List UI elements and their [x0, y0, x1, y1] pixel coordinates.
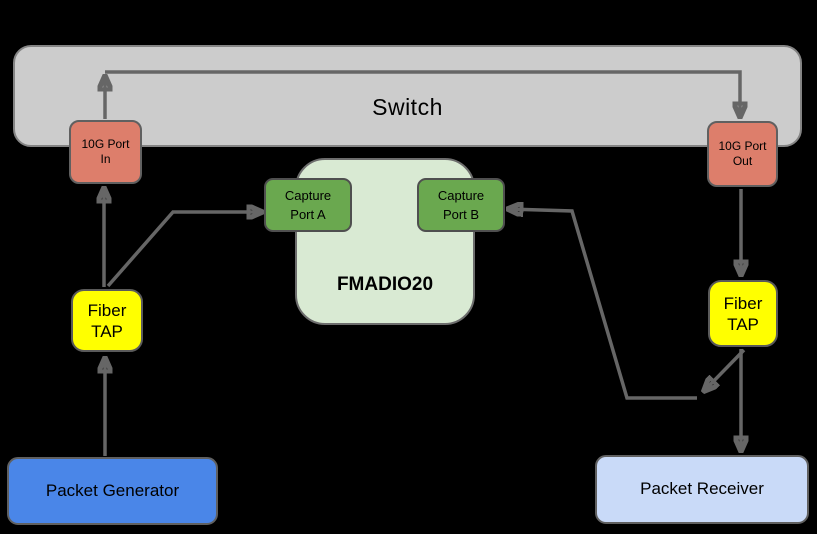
node-capture-port-a: Capture Port A [264, 178, 352, 232]
port-out-label-line2: Out [732, 154, 753, 168]
arrow-tap-right-to-elbow [704, 348, 746, 391]
capture-a-label-line1: Capture [284, 188, 332, 203]
capture-b-label-line1: Capture [437, 188, 485, 203]
packet-receiver-label: Packet Receiver [640, 479, 764, 499]
port-in-label-line2: In [100, 152, 111, 166]
node-packet-receiver: Packet Receiver [595, 455, 809, 524]
port-in-label-line1: 10G Port [81, 137, 130, 151]
arrow-elbow-to-capture-b [508, 209, 697, 400]
switch-label: Switch [372, 94, 443, 121]
tap-left-label-line1: Fiber [87, 300, 127, 320]
capture-a-label-line2: Port A [290, 207, 326, 222]
node-10g-port-in: 10G Port In [69, 120, 142, 184]
node-fiber-tap-left: Fiber TAP [71, 289, 143, 352]
node-10g-port-out: 10G Port Out [707, 121, 778, 187]
arrow-tap-left-to-capture-a [106, 212, 262, 288]
tap-right-label-line1: Fiber [723, 293, 763, 313]
port-out-label-line1: 10G Port [718, 139, 767, 153]
node-capture-port-b: Capture Port B [417, 178, 505, 232]
node-fmadio20: FMADIO20 [295, 158, 475, 325]
node-fiber-tap-right: Fiber TAP [708, 280, 778, 347]
capture-b-label-line2: Port B [442, 207, 480, 222]
node-packet-generator: Packet Generator [7, 457, 218, 525]
tap-left-label-line2: TAP [91, 321, 123, 341]
tap-right-label-line2: TAP [727, 314, 759, 334]
fmadio20-label: FMADIO20 [336, 274, 434, 296]
packet-generator-label: Packet Generator [45, 480, 180, 500]
